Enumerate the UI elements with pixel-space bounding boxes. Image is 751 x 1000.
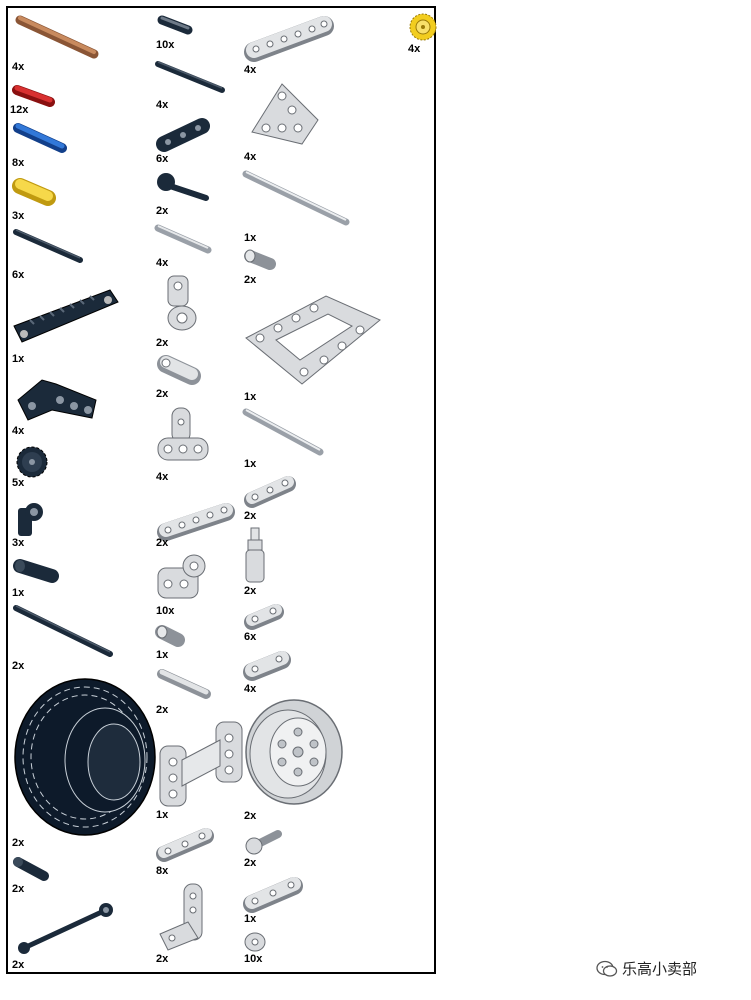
qty-medium-axle: 1x bbox=[244, 458, 257, 470]
black-thin-liftarm-icon bbox=[156, 118, 210, 152]
black-gear-icon bbox=[16, 446, 48, 478]
gray-liftarm-7-icon bbox=[244, 16, 334, 62]
gray-thin-liftarm-icon bbox=[156, 828, 214, 862]
qty-long-gray-axle: 1x bbox=[244, 232, 257, 244]
red-friction-pin-icon bbox=[12, 85, 55, 107]
qty-shock-absorber: 2x bbox=[244, 585, 257, 597]
qty-yellow-connector: 3x bbox=[12, 210, 25, 222]
yellow-connector-icon bbox=[12, 178, 56, 206]
qty-axle-connector: 3x bbox=[12, 537, 25, 549]
gray-axle-pin-ball-icon bbox=[245, 830, 282, 855]
qty-l-beam: 2x bbox=[156, 953, 169, 965]
gray-cross-block-icon bbox=[167, 275, 197, 331]
qty-open-frame: 1x bbox=[244, 391, 257, 403]
black-axle-icon bbox=[13, 229, 83, 263]
gray-open-frame-icon bbox=[245, 295, 381, 385]
gray-liftarm-3-icon bbox=[244, 476, 296, 508]
watermark: 乐高小卖部 bbox=[596, 958, 697, 979]
gray-liftarm-3b-icon bbox=[243, 877, 303, 913]
gray-liftarm-5-icon bbox=[157, 503, 235, 541]
qty-liftarm-2: 6x bbox=[244, 631, 257, 643]
gray-liftarm-2b-icon bbox=[243, 651, 291, 681]
qty-black-axle: 6x bbox=[12, 269, 25, 281]
black-small-pin-icon bbox=[13, 857, 49, 881]
qty-gray-axle-pin: 2x bbox=[156, 704, 169, 716]
qty-gray-thin-liftarm: 8x bbox=[156, 865, 169, 877]
wechat-icon bbox=[596, 960, 618, 977]
black-gear-rack-icon bbox=[13, 289, 119, 343]
qty-pin-connector: 2x bbox=[156, 388, 169, 400]
black-long-axle-icon bbox=[13, 605, 113, 657]
gray-wheel-rim-icon bbox=[245, 699, 343, 805]
gray-t-beam-icon bbox=[157, 407, 209, 461]
qty-axle-stop: 2x bbox=[156, 205, 169, 217]
black-bent-liftarm-icon bbox=[17, 379, 97, 421]
qty-triangle-beam: 4x bbox=[244, 151, 257, 163]
gray-bush-icon bbox=[155, 625, 185, 647]
gray-double-cross-block-icon bbox=[157, 554, 206, 599]
qty-long-axle-2: 4x bbox=[156, 99, 169, 111]
black-tire-icon bbox=[14, 678, 156, 836]
qty-gray-pin: 10x bbox=[156, 39, 175, 51]
qty-h-frame: 1x bbox=[156, 809, 169, 821]
qty-liftarm-5: 2x bbox=[156, 537, 169, 549]
qty-small-pin: 2x bbox=[12, 883, 25, 895]
gray-bush-small-icon bbox=[244, 249, 276, 270]
qty-bush-half: 10x bbox=[244, 953, 263, 965]
qty-gear-rack: 1x bbox=[12, 353, 25, 365]
black-long-axle-2-icon bbox=[155, 61, 225, 93]
qty-link-rod: 2x bbox=[12, 959, 25, 971]
black-axle-stop-icon bbox=[157, 173, 209, 201]
qty-thin-liftarm: 6x bbox=[156, 153, 169, 165]
gray-axle-icon bbox=[154, 224, 212, 254]
qty-blue-pin: 8x bbox=[12, 157, 25, 169]
qty-liftarm-3b: 1x bbox=[244, 913, 257, 925]
qty-bent-liftarm: 4x bbox=[12, 425, 25, 437]
gray-long-axle-icon bbox=[242, 170, 350, 226]
qty-liftarm-7: 4x bbox=[244, 64, 257, 76]
qty-gray-bush-small: 2x bbox=[244, 274, 257, 286]
qty-double-cross: 10x bbox=[156, 605, 175, 617]
qty-tire: 2x bbox=[12, 837, 25, 849]
qty-cross-block: 2x bbox=[156, 337, 169, 349]
qty-gray-bush: 1x bbox=[156, 649, 169, 661]
gray-axle-pin-icon bbox=[157, 669, 211, 699]
gray-medium-axle-icon bbox=[242, 408, 324, 456]
qty-brown-axle: 4x bbox=[12, 61, 25, 73]
gray-pin-connector-icon bbox=[157, 355, 201, 385]
gray-bush-half-icon bbox=[244, 932, 266, 952]
qty-gray-axle: 4x bbox=[156, 257, 169, 269]
gray-shock-absorber-icon bbox=[245, 527, 265, 583]
parts-list-frame: 4x 12x 8x 3x 6x 1x 4x bbox=[6, 6, 437, 974]
qty-liftarm-3: 2x bbox=[244, 510, 257, 522]
qty-axle-pin-ball: 2x bbox=[244, 857, 257, 869]
black-bush-icon bbox=[13, 559, 59, 583]
brown-axle-icon bbox=[15, 15, 99, 59]
gray-h-frame-icon bbox=[159, 721, 243, 807]
yellow-gear-icon bbox=[409, 13, 437, 41]
qty-wheel-rim: 2x bbox=[244, 810, 257, 822]
qty-yellow-gear: 4x bbox=[408, 43, 421, 55]
gray-triangle-beam-icon bbox=[251, 83, 319, 145]
gray-l-beam-icon bbox=[159, 883, 203, 951]
gray-pin-icon bbox=[157, 15, 193, 35]
qty-long-axle: 2x bbox=[12, 660, 25, 672]
black-link-rod-icon bbox=[18, 903, 113, 954]
watermark-text: 乐高小卖部 bbox=[622, 960, 698, 978]
qty-red-pin: 12x bbox=[10, 104, 29, 116]
qty-black-gear: 5x bbox=[12, 477, 25, 489]
qty-black-bush: 1x bbox=[12, 587, 25, 599]
gray-liftarm-2-icon bbox=[244, 604, 284, 630]
qty-t-beam: 4x bbox=[156, 471, 169, 483]
blue-axle-pin-icon bbox=[13, 123, 67, 153]
black-axle-connector-icon bbox=[18, 503, 43, 536]
qty-liftarm-2b: 4x bbox=[244, 683, 257, 695]
